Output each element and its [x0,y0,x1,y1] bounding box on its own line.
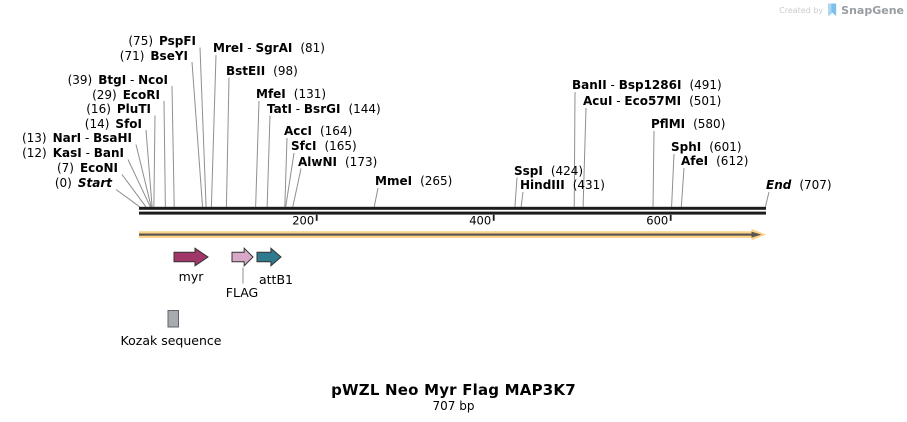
site-connector-line [652,130,655,207]
restriction-site-label: MmeI(265) [375,174,453,188]
site-connector-line [121,174,147,208]
restriction-site-label: (75)PspFI [128,34,196,48]
snapgene-watermark: Created by SnapGene [779,3,904,17]
axis-tick-label: 400 [469,214,491,228]
restriction-site-label: SphI(601) [671,140,742,154]
restriction-site-label: AcuI - Eco57MI(501) [583,94,722,108]
site-connector-line [171,85,175,207]
site-connector-line [764,191,770,207]
feature-box-kozak-sequence [167,310,179,328]
site-connector-line [373,187,379,207]
map-title: pWZL Neo Myr Flag MAP3K7 [331,381,576,399]
axis-tick-label: 200 [292,214,314,228]
restriction-site-label: (13)NarI - BsaHI [21,131,132,145]
site-connector-line [573,91,576,207]
axis-tick [315,214,318,221]
restriction-site-label: (12)KasI - BanI [22,146,124,160]
site-connector-line [680,167,685,207]
site-connector-line [284,137,288,207]
site-connector-line [520,191,524,207]
sequence-span-arrow-core [139,233,752,236]
restriction-site-label: (29)EcoRI [92,87,160,102]
sequence-axis-bottom-strand [139,211,766,215]
axis-tick-label: 600 [646,214,668,228]
restriction-site-label: SfcI(165) [291,139,357,153]
site-connector-line [266,115,271,207]
restriction-site-label: PflMI(580) [651,117,726,131]
restriction-site-label: (71)BseYI [119,48,188,63]
feature-arrow-flag [231,246,254,268]
restriction-site-label: BstEII(98) [226,63,298,78]
site-connector-line [582,107,587,207]
restriction-site-label: MreI - SgrAI(81) [213,41,325,55]
restriction-site-label: (14)SfoI [84,116,142,131]
site-connector-line [199,47,207,207]
site-connector-line [292,168,302,207]
restriction-site-label: (0)Start [54,176,112,190]
restriction-site-label: MfeI(131) [256,87,327,101]
site-connector-line [210,54,217,207]
restriction-site-label: AlwNI(173) [298,154,378,169]
site-connector-line [145,129,153,207]
restriction-site-label: TatI - BsrGI(144) [267,101,381,116]
site-connector-line [135,144,152,207]
sequence-span-arrowhead-core [751,231,762,238]
site-connector-line [115,189,140,208]
watermark-created-by: Created by [779,5,824,15]
sequence-axis-top-strand [139,206,766,210]
feature-label-kozak-sequence: Kozak sequence [120,332,222,348]
restriction-site-label: AfeI(612) [681,154,749,168]
feature-label-flag: FLAG [225,284,259,300]
restriction-site-label: (16)PluTI [86,102,151,116]
restriction-site-label: HindIII(431) [520,178,605,192]
axis-tick [669,214,672,221]
axis-tick [492,214,495,221]
restriction-site-label: SspI(424) [514,163,584,178]
site-connector-line [153,115,156,207]
snapgene-logo-icon [828,3,837,16]
restriction-site-label: (7)EcoNI [56,161,118,175]
map-length: 707 bp [432,399,475,413]
site-connector-line [225,77,230,207]
feature-arrow-myr [173,247,209,267]
site-connector-line [191,61,204,207]
watermark-brand: SnapGene [841,3,904,17]
site-connector-line [671,153,675,207]
feature-label-attb1: attB1 [259,271,293,287]
feature-arrow-attb1 [256,247,282,267]
site-connector-line [514,177,518,207]
restriction-site-label: End(707) [766,178,832,192]
restriction-site-label: AccI(164) [284,124,353,138]
site-connector-line [127,159,151,208]
feature-label-myr: myr [178,268,204,284]
restriction-site-label: BanII - Bsp1286I(491) [572,78,722,92]
site-connector-line [285,152,295,207]
restriction-site-label: (39)BtgI - NcoI [67,72,168,87]
site-connector-line [163,100,166,207]
site-connector-line [255,100,260,207]
